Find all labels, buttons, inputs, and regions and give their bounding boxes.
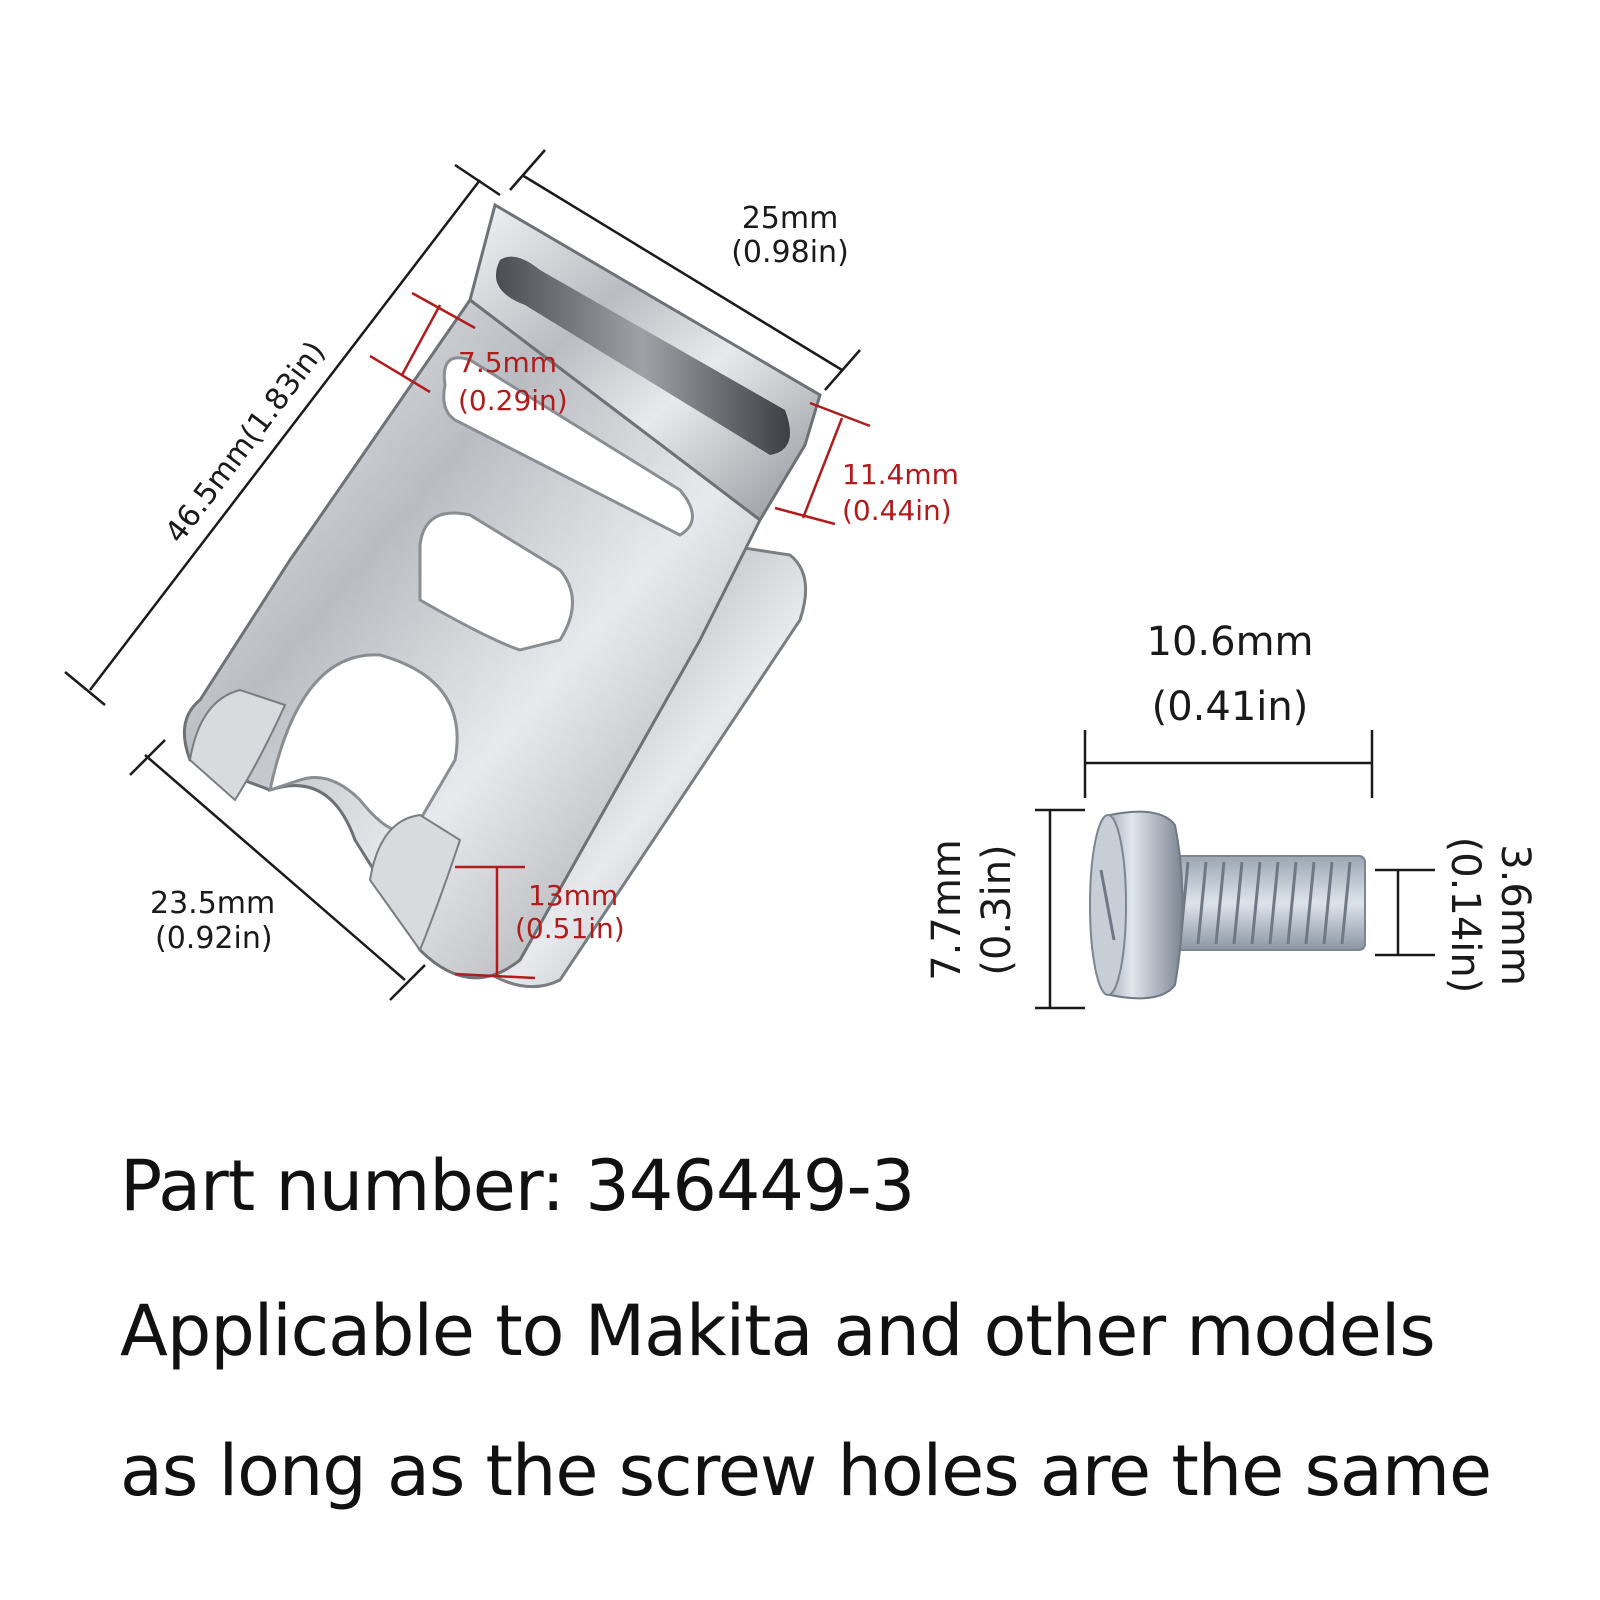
screw-head-diameter-in: (0.3in)	[974, 844, 1020, 975]
clip-side-height-mm: 11.4mm	[842, 458, 959, 491]
clip-length-label: 46.5mm(1.83in)	[158, 335, 332, 550]
belt-clip-illustration	[182, 202, 822, 989]
clip-side-height-in: (0.44in)	[842, 494, 952, 527]
clip-top-width-mm: 25mm	[742, 201, 839, 236]
screw-illustration	[1089, 810, 1366, 1000]
clip-foot-height-in: (0.51in)	[515, 912, 625, 945]
screw-dimension-lines	[1035, 730, 1435, 1010]
screw-head-diameter-mm: 7.7mm	[924, 839, 970, 981]
screw-thread-diameter-in: (0.14in)	[1442, 837, 1488, 994]
compatibility-caption: Applicable to Makita and other models	[120, 1290, 1436, 1372]
clip-bottom-width-mm: 23.5mm	[150, 886, 275, 921]
screw-length-in: (0.41in)	[1152, 684, 1309, 730]
clip-dimension-lines	[64, 149, 861, 1001]
compatibility-note-caption: as long as the screw holes are the same	[120, 1430, 1492, 1512]
clip-red-dimension-lines	[369, 291, 871, 980]
part-number-caption: Part number: 346449-3	[120, 1145, 915, 1227]
screw-length-mm: 10.6mm	[1147, 619, 1314, 665]
clip-slot-width-in: (0.29in)	[458, 384, 568, 417]
clip-top-width-in: (0.98in)	[731, 235, 849, 270]
clip-foot-height-mm: 13mm	[528, 879, 618, 912]
screw-thread-diameter-mm: 3.6mm	[1492, 844, 1538, 986]
clip-bottom-width-in: (0.92in)	[155, 921, 273, 956]
clip-slot-width-mm: 7.5mm	[458, 346, 557, 379]
